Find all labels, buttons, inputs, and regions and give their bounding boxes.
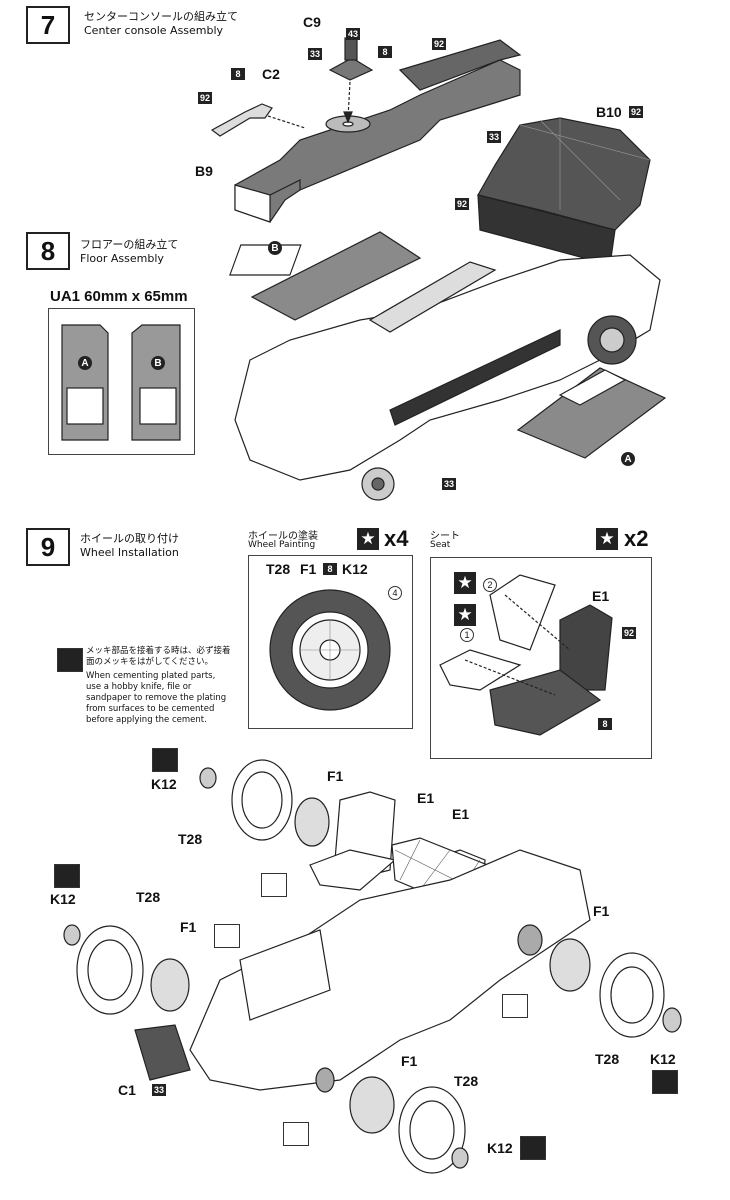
part-number-8: 8 bbox=[323, 563, 337, 575]
part-label-c1: C1 bbox=[118, 1082, 136, 1098]
paint-callout-1: 1 bbox=[460, 628, 474, 642]
step8-title-en: Floor Assembly bbox=[80, 252, 164, 265]
part-label-t28: T28 bbox=[136, 889, 161, 905]
star-icon: ★ bbox=[454, 572, 476, 594]
part-number-33: 33 bbox=[152, 1084, 167, 1096]
star-icon: ★ bbox=[596, 528, 618, 550]
plated-parts-warning-icon bbox=[214, 924, 240, 948]
wheel-installation-drawing bbox=[63, 759, 682, 1174]
seat-title-jp: シート bbox=[430, 531, 460, 542]
part-number-92: 92 bbox=[622, 627, 637, 639]
part-label-k12: K12 bbox=[50, 891, 76, 907]
part-number-92: 92 bbox=[455, 198, 470, 210]
part-label-f1: F1 bbox=[327, 768, 344, 784]
part-label-e1: E1 bbox=[452, 806, 470, 822]
step9-title-en: Wheel Installation bbox=[80, 546, 179, 559]
part-label-t28: T28 bbox=[178, 831, 203, 847]
star-icon: ★ bbox=[454, 604, 476, 626]
plated-parts-warning-icon bbox=[152, 748, 178, 772]
part-label-k12: K12 bbox=[487, 1140, 513, 1156]
part-label-b9: B9 bbox=[195, 163, 213, 179]
plating-note-jp: メッキ部品を接着する時は、必ず接着面のメッキをはがしてください。 bbox=[86, 646, 231, 667]
part-number-8: 8 bbox=[598, 718, 612, 730]
wheel-painting-drawing bbox=[269, 589, 391, 711]
step-number-9: 9 bbox=[26, 528, 70, 566]
decal-sheet-panel bbox=[48, 308, 195, 455]
plated-parts-warning-icon bbox=[502, 994, 528, 1018]
part-label-f1: F1 bbox=[300, 561, 317, 577]
plated-parts-warning-icon bbox=[652, 1070, 678, 1094]
decal-a-marker-front: A bbox=[78, 356, 92, 370]
floor-mat-b-marker: B bbox=[268, 241, 282, 255]
part-number-8: 8 bbox=[378, 46, 392, 58]
plated-parts-warning-icon bbox=[261, 873, 287, 897]
plated-parts-warning-icon bbox=[57, 648, 83, 672]
part-label-c2: C2 bbox=[262, 66, 280, 82]
step7-title-en: Center console Assembly bbox=[84, 24, 224, 37]
part-number-33: 33 bbox=[308, 48, 323, 60]
part-label-f1: F1 bbox=[180, 919, 197, 935]
part-label-c9: C9 bbox=[303, 14, 321, 30]
part-number-33: 33 bbox=[442, 478, 457, 490]
part-label-t28: T28 bbox=[595, 1051, 620, 1067]
paint-callout-4: 4 bbox=[388, 586, 402, 600]
part-number-92: 92 bbox=[629, 106, 644, 118]
wheel-painting-title-jp: ホイールの塗装 bbox=[248, 531, 318, 542]
part-label-f1: F1 bbox=[401, 1053, 418, 1069]
part-number-92: 92 bbox=[198, 92, 213, 104]
part-label-e1: E1 bbox=[592, 588, 610, 604]
wheel-quantity: x4 bbox=[384, 526, 409, 551]
part-number-43: 43 bbox=[346, 28, 361, 40]
seat-panel bbox=[430, 557, 652, 759]
step-number-7: 7 bbox=[26, 6, 70, 44]
floor-chassis-drawing bbox=[229, 231, 667, 501]
plated-parts-warning-icon bbox=[283, 1122, 309, 1146]
paint-callout-2: 2 bbox=[483, 578, 497, 592]
step8-title-jp: フロアーの組み立て bbox=[80, 238, 179, 251]
part-number-33: 33 bbox=[487, 131, 502, 143]
floor-mat-a-marker: A bbox=[621, 452, 635, 466]
step7-title-jp: センターコンソールの組み立て bbox=[84, 10, 238, 23]
part-label-b10: B10 bbox=[596, 104, 622, 120]
part-label-f1: F1 bbox=[593, 903, 610, 919]
plated-parts-warning-icon bbox=[520, 1136, 546, 1160]
decal-size-label: UA1 60mm x 65mm bbox=[50, 288, 188, 305]
wheel-painting-panel bbox=[248, 555, 413, 729]
plated-parts-warning-icon bbox=[54, 864, 80, 888]
plating-note-en: When cementing plated parts, use a hobby… bbox=[86, 671, 227, 725]
part-label-k12: K12 bbox=[650, 1051, 676, 1067]
part-label-t28: T28 bbox=[266, 561, 291, 577]
seat-drawing bbox=[439, 574, 613, 736]
wheel-painting-title-en: Wheel Painting bbox=[248, 540, 316, 550]
part-label-k12: K12 bbox=[151, 776, 177, 792]
step-number-8: 8 bbox=[26, 232, 70, 270]
star-icon: ★ bbox=[357, 528, 379, 550]
decal-b-marker-front: B bbox=[151, 356, 165, 370]
part-label-t28: T28 bbox=[454, 1073, 479, 1089]
seat-title-en: Seat bbox=[430, 540, 451, 550]
part-label-e1: E1 bbox=[417, 790, 435, 806]
step9-title-jp: ホイールの取り付け bbox=[80, 532, 179, 545]
part-number-92: 92 bbox=[432, 38, 447, 50]
part-label-k12: K12 bbox=[342, 561, 368, 577]
seat-quantity: x2 bbox=[624, 526, 649, 551]
part-number-8: 8 bbox=[231, 68, 245, 80]
center-console-drawing bbox=[210, 37, 651, 266]
